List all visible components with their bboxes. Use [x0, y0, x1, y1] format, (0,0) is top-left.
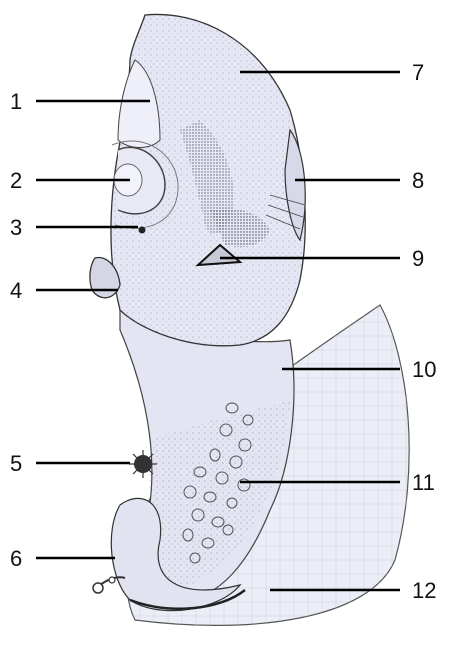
label-12: 12	[412, 578, 436, 603]
label-3: 3	[10, 215, 22, 240]
small-pore	[139, 227, 146, 234]
label-8: 8	[412, 168, 424, 193]
label-9: 9	[412, 246, 424, 271]
label-7: 7	[412, 60, 424, 85]
spiky-body	[129, 450, 157, 478]
label-4: 4	[10, 278, 22, 303]
label-10: 10	[412, 357, 436, 382]
label-11: 11	[412, 470, 435, 495]
label-2: 2	[10, 168, 22, 193]
label-6: 6	[10, 546, 22, 571]
label-1: 1	[10, 89, 22, 114]
label-5: 5	[10, 451, 22, 476]
